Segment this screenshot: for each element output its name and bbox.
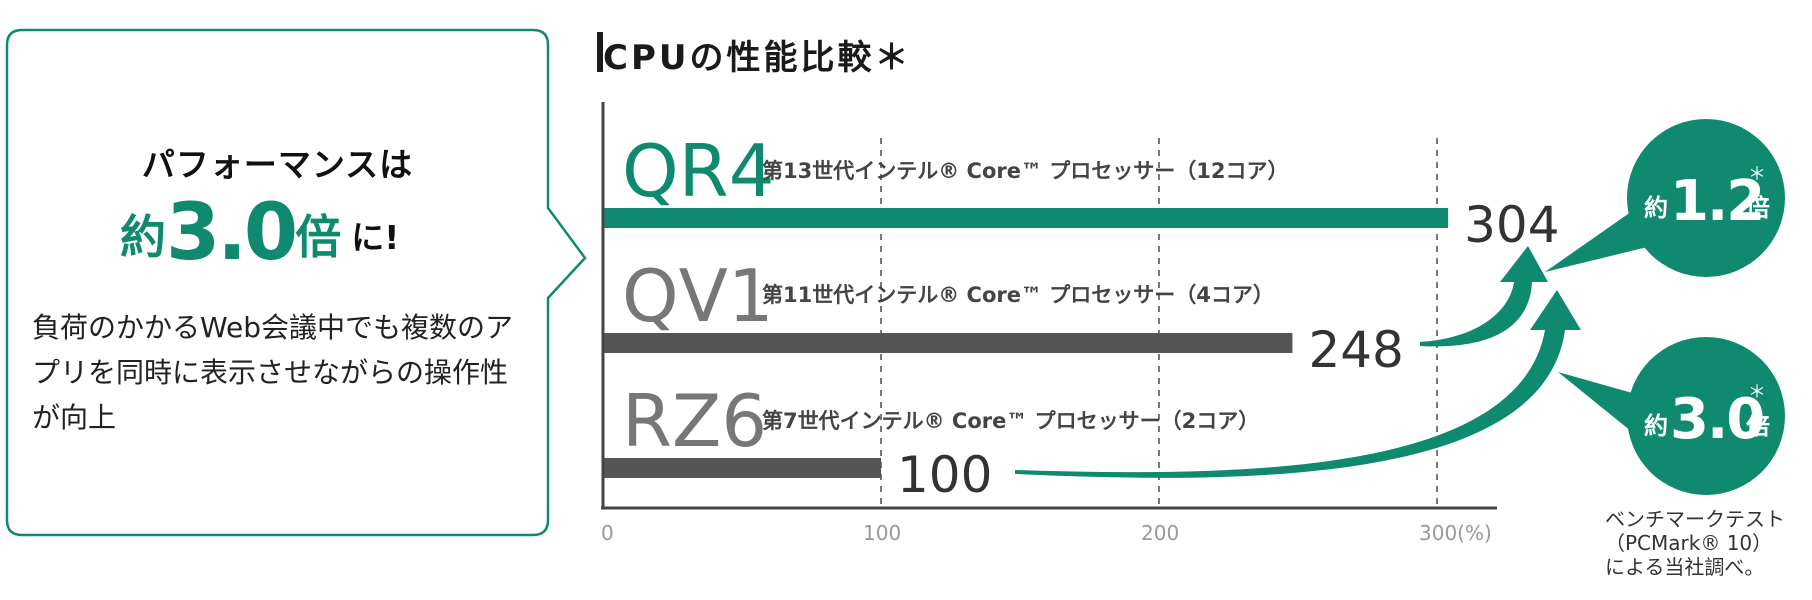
tick-label-200: 200	[1141, 521, 1179, 545]
bar-rz6	[603, 458, 881, 478]
badge-number-1: 1.2	[1670, 169, 1763, 234]
badge-tail-2	[1558, 372, 1650, 440]
callout-headline: パフォーマンスは	[141, 145, 414, 184]
bar-qv1	[603, 333, 1293, 353]
bar-desc-qr4: 第13世代インテル® Core™ プロセッサー（12コア）	[762, 159, 1289, 183]
bars-group	[603, 208, 1449, 478]
bar-desc-rz6: 第7世代インテル® Core™ プロセッサー（2コア）	[762, 409, 1259, 433]
bar-value-rz6: 100	[897, 446, 992, 504]
bar-qr4	[603, 208, 1449, 228]
badge-prefix-1: 約	[1644, 194, 1668, 222]
bar-value-qv1: 248	[1308, 321, 1403, 379]
chart-title: CPUの性能比較＊	[603, 38, 912, 78]
benchmark-note: ベンチマークテスト （PCMark® 10） による当社調べ。	[1605, 507, 1785, 579]
callout-body: 負荷のかかるWeb会議中でも複数のアプリを同時に表示させながらの操作性が向上	[32, 311, 514, 434]
callout-multiplier: 約3.0倍に!	[120, 188, 480, 278]
callout-suffix: 倍	[295, 210, 342, 264]
title-bar-mark	[597, 32, 603, 72]
arrow-qv1-to-qr4	[1420, 246, 1548, 347]
callout-prefix: 約	[120, 210, 166, 264]
tick-labels: 0 100 200 300(%)	[601, 521, 1492, 545]
note-line-3: による当社調べ。	[1605, 555, 1765, 579]
callout-number: 3.0	[166, 188, 298, 278]
bar-value-qr4: 304	[1464, 196, 1559, 254]
badge-suffix-1: 倍	[1746, 194, 1770, 222]
badge-prefix-2: 約	[1644, 412, 1668, 440]
tick-label-0: 0	[601, 521, 614, 545]
tick-label-300: 300(%)	[1419, 521, 1492, 545]
bar-desc-qv1: 第11世代インテル® Core™ プロセッサー（4コア）	[762, 283, 1274, 307]
badge-mark-1: ＊	[1748, 164, 1766, 185]
tick-label-100: 100	[863, 521, 901, 545]
note-line-2: （PCMark® 10）	[1605, 531, 1773, 555]
badge-suffix-2: 倍	[1746, 412, 1770, 440]
badge-number-2: 3.0	[1670, 387, 1763, 452]
callout-bubble	[5, 28, 587, 537]
badge-circle-2	[1627, 337, 1785, 495]
grid-lines	[880, 138, 1438, 508]
bar-name-rz6: RZ6	[622, 379, 767, 463]
note-line-1: ベンチマークテスト	[1605, 507, 1785, 531]
badge-mark-2: ＊	[1748, 382, 1766, 403]
badge-circle-1	[1627, 119, 1785, 277]
bar-name-qv1: QV1	[622, 254, 774, 338]
bar-name-qr4: QR4	[622, 129, 775, 213]
callout-ending: に!	[351, 218, 400, 257]
